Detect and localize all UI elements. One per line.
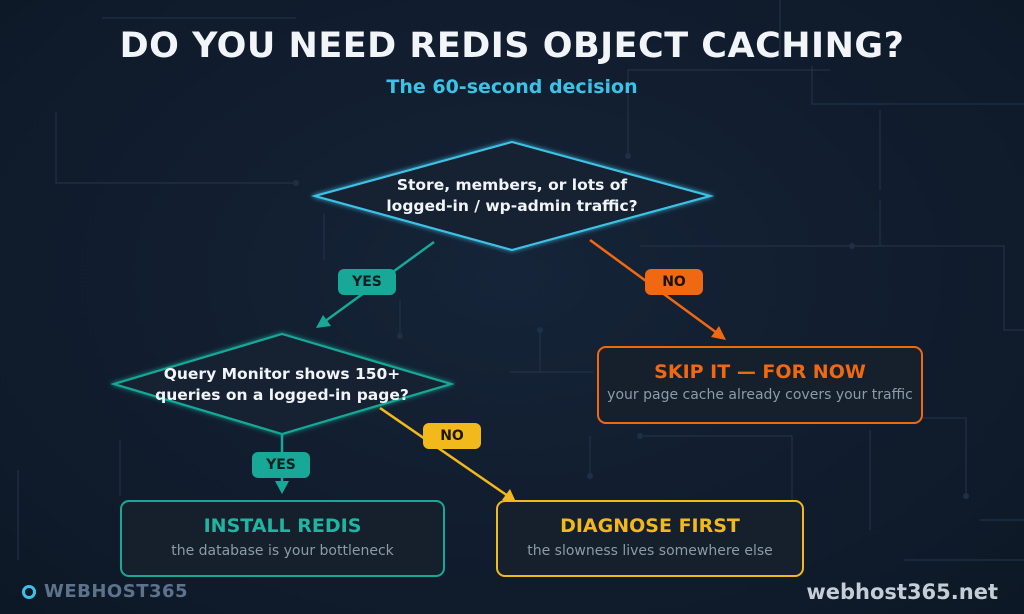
- outcome-skip-box: SKIP IT — FOR NOW your page cache alread…: [597, 346, 923, 424]
- connector-no-2: [379, 406, 516, 502]
- decision-text-traffic: Store, members, or lots of logged-in / w…: [386, 176, 638, 215]
- page-title: DO YOU NEED REDIS OBJECT CACHING?: [119, 26, 905, 66]
- outcome-skip-title: SKIP IT — FOR NOW: [654, 361, 866, 383]
- decision-text-queries: Query Monitor shows 150+ queries on a lo…: [155, 365, 409, 404]
- site-url: webhost365.net: [806, 580, 998, 604]
- yes-label-queries: YES: [252, 452, 310, 478]
- outcome-diagnose-subtitle: the slowness lives somewhere else: [527, 543, 773, 559]
- decision-diamond-traffic: [310, 140, 715, 252]
- brand-name: WEBHOST365: [44, 581, 189, 602]
- yes-label-traffic: YES: [338, 269, 396, 295]
- outcome-install-title: INSTALL REDIS: [203, 515, 362, 537]
- outcome-diagnose-box: DIAGNOSE FIRST the slowness lives somewh…: [496, 500, 804, 577]
- outcome-diagnose-title: DIAGNOSE FIRST: [560, 515, 740, 537]
- circuit-nodes: [293, 153, 969, 499]
- page-subtitle: The 60-second decision: [386, 76, 638, 98]
- decision-diamond-queries: [110, 332, 455, 436]
- no-label-queries: NO: [423, 423, 481, 449]
- circuit-background: [17, 0, 1024, 561]
- outcome-install-box: INSTALL REDIS the database is your bottl…: [120, 500, 445, 577]
- outcome-skip-subtitle: your page cache already covers your traf…: [607, 387, 913, 403]
- outcome-install-subtitle: the database is your bottleneck: [171, 543, 394, 559]
- brand-logo: WEBHOST365: [22, 581, 188, 602]
- no-label-traffic: NO: [645, 269, 703, 295]
- ring-icon: [22, 584, 36, 599]
